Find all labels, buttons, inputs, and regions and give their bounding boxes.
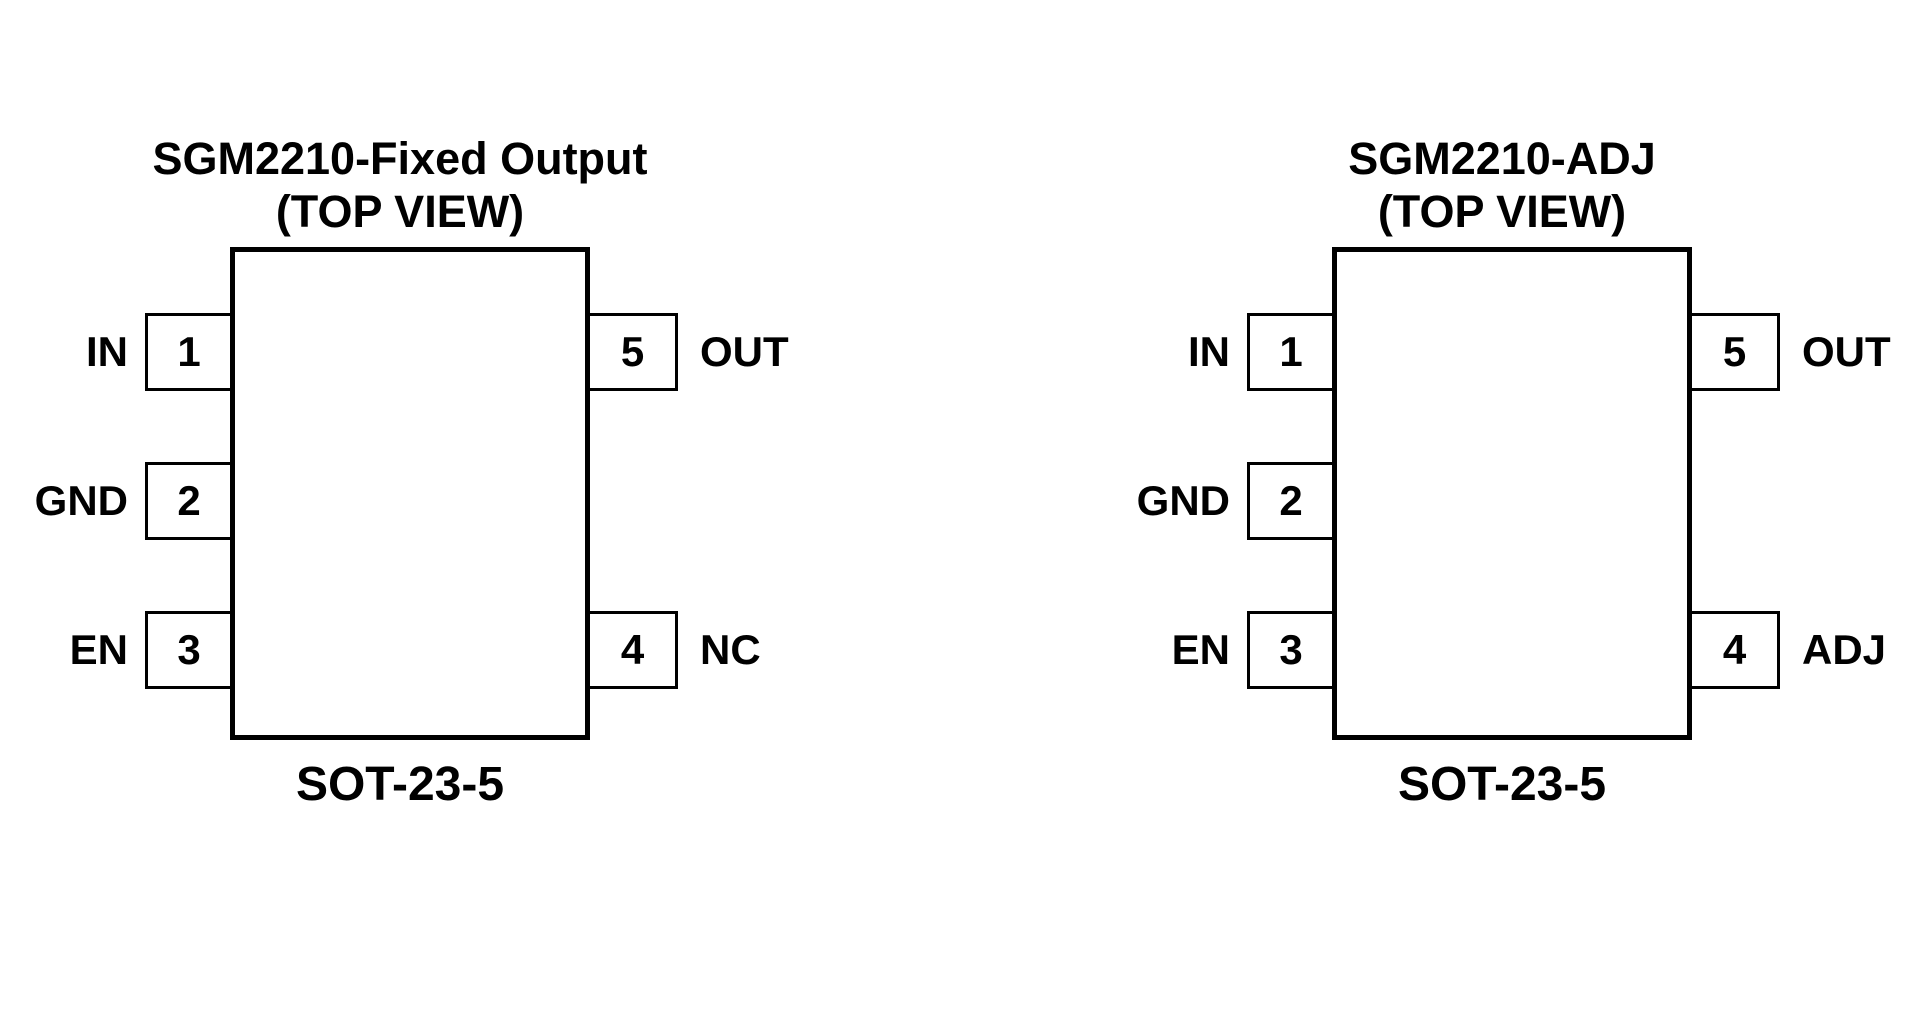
pin-name-in: IN (1188, 328, 1230, 375)
pin-name-out: OUT (700, 328, 789, 375)
pinout-diagram-fixed-output: SGM2210-Fixed Output (TOP VIEW) IN 1 GND… (35, 0, 860, 1010)
pin-name-label: EN (1162, 611, 1230, 689)
pin-number: 5 (1722, 328, 1747, 375)
pin-name-label: ADJ (1802, 611, 1920, 689)
pin-number: 2 (177, 477, 201, 524)
diagram-title: SGM2210-ADJ (TOP VIEW) (1162, 132, 1842, 238)
pin-name-en: EN (69, 626, 128, 673)
pin-name-out: OUT (1802, 328, 1891, 375)
package-label: SOT-23-5 (295, 758, 505, 811)
pin-number: 3 (177, 626, 201, 673)
chip-body (1332, 247, 1692, 740)
pin-box-1: 1 (145, 313, 233, 391)
diagram-title: SGM2210-Fixed Output (TOP VIEW) (60, 132, 740, 238)
pin-name-label: OUT (700, 313, 860, 391)
pin-name-label: IN (1162, 313, 1230, 391)
pin-box-3: 3 (1247, 611, 1335, 689)
pin-number: 1 (177, 328, 201, 375)
pin-name-label: GND (1137, 462, 1230, 540)
pin-name-label: EN (60, 611, 128, 689)
pin-number: 1 (1279, 328, 1303, 375)
chip-body (230, 247, 590, 740)
pin-name-in: IN (86, 328, 128, 375)
pin-name-label: OUT (1802, 313, 1920, 391)
pin-box-2: 2 (145, 462, 233, 540)
pin-box-4: 4 (1689, 611, 1780, 689)
diagram-title-line1: SGM2210-Fixed Output (152, 133, 648, 184)
pin-name-label: GND (35, 462, 128, 540)
pin-name-adj: ADJ (1802, 626, 1887, 673)
package-label: SOT-23-5 (1397, 758, 1607, 811)
pin-box-4: 4 (587, 611, 678, 689)
pin-number: 4 (1722, 626, 1747, 673)
pin-name-label: NC (700, 611, 860, 689)
pin-number: 2 (1279, 477, 1303, 524)
pin-number: 5 (620, 328, 645, 375)
pin-box-1: 1 (1247, 313, 1335, 391)
diagram-title-line2: (TOP VIEW) (1377, 186, 1627, 237)
pin-box-2: 2 (1247, 462, 1335, 540)
pin-name-nc: NC (700, 626, 761, 673)
pin-name-gnd: GND (34, 477, 128, 524)
pin-number: 3 (1279, 626, 1303, 673)
diagram-title-line1: SGM2210-ADJ (1348, 133, 1656, 184)
pin-box-5: 5 (587, 313, 678, 391)
pin-name-label: IN (60, 313, 128, 391)
pin-name-gnd: GND (1136, 477, 1230, 524)
pinout-diagram-adj: SGM2210-ADJ (TOP VIEW) IN 1 GND 2 EN 3 5… (1137, 0, 1920, 1010)
pin-number: 4 (620, 626, 645, 673)
pin-box-3: 3 (145, 611, 233, 689)
pin-box-5: 5 (1689, 313, 1780, 391)
diagram-title-line2: (TOP VIEW) (275, 186, 525, 237)
pin-name-en: EN (1171, 626, 1230, 673)
